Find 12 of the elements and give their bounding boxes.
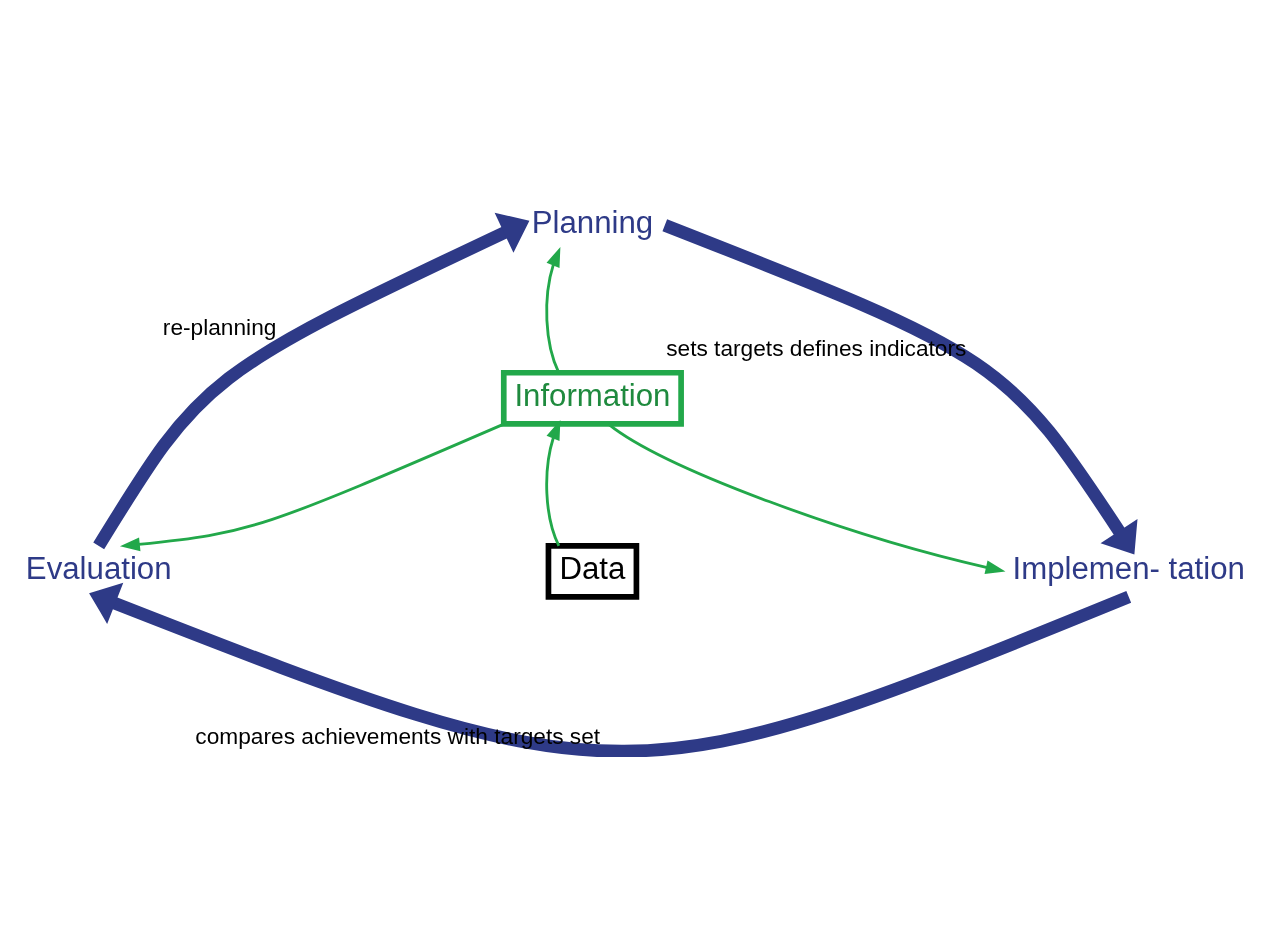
node-text: Implemen- tation xyxy=(1012,551,1245,587)
arrow xyxy=(607,423,1006,575)
arrow xyxy=(545,419,561,547)
node-box: Information xyxy=(500,369,684,427)
arrow xyxy=(89,582,1132,757)
node-text: Evaluation xyxy=(25,551,172,587)
arrow xyxy=(119,422,506,552)
arrow xyxy=(662,219,1138,555)
arrow xyxy=(93,212,530,550)
edge-label: re-planning xyxy=(162,313,277,340)
node-text: Planning xyxy=(531,205,654,241)
node-box: Data xyxy=(545,543,640,600)
